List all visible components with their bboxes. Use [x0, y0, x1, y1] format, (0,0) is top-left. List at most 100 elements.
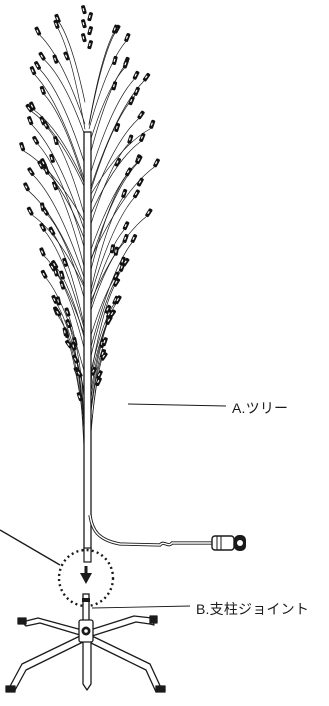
stand-base: [5, 615, 166, 693]
leader-line-tree: [127, 403, 227, 407]
branch-wire: [88, 143, 130, 231]
bulb-icon: [48, 226, 56, 236]
branch-wire: [45, 166, 86, 271]
bulb-icon: [87, 26, 93, 36]
bulb-icon: [27, 167, 35, 176]
bulb-icon: [53, 135, 59, 146]
bulb-icon: [153, 158, 160, 168]
bulb-icon: [99, 348, 107, 359]
plug-connector: [211, 535, 246, 551]
bulb-icon: [112, 55, 118, 65]
bulb-icon: [19, 142, 26, 152]
bulb-icon: [113, 271, 120, 281]
branch-wire: [39, 34, 86, 125]
bulb-icon: [34, 26, 42, 36]
bulb-icon: [121, 188, 128, 198]
branch-wire: [88, 67, 125, 145]
bulb-icon: [132, 70, 140, 80]
bulb-icon: [114, 122, 121, 133]
bulb-icon: [39, 222, 47, 232]
bulb-icon: [32, 135, 40, 145]
bulb-icon: [53, 19, 60, 29]
bulb-icon: [124, 32, 131, 43]
bulb-icon: [54, 13, 61, 23]
bulb-icon: [133, 86, 140, 96]
bulb-icon: [40, 158, 47, 168]
bulb-icon: [71, 341, 77, 351]
light-bulbs: [19, 5, 160, 402]
branch-wire: [57, 28, 86, 130]
bulb-icon: [114, 295, 122, 305]
branch-wire: [34, 74, 86, 182]
branch-wire: [23, 150, 86, 223]
branch-wire: [39, 69, 86, 166]
label-tree: A.ツリー: [232, 400, 289, 416]
bulb-icon: [54, 307, 62, 317]
bulb-icon: [52, 181, 59, 191]
bulb-icon: [90, 366, 97, 376]
bulb-icon: [87, 12, 93, 22]
leader-line-detail: [0, 529, 61, 566]
bulb-icon: [111, 81, 118, 91]
bulb-icon: [112, 24, 119, 34]
bulb-icon: [49, 153, 55, 163]
bulb-icon: [41, 206, 49, 216]
branch-wire: [88, 41, 126, 129]
bulb-icon: [48, 262, 56, 272]
bulb-icon: [52, 54, 59, 64]
bulb-icon: [149, 119, 156, 129]
bulb-icon: [100, 352, 108, 361]
branch-wire: [28, 190, 86, 288]
branch-wire: [88, 162, 137, 256]
bulb-icon: [29, 66, 37, 76]
bulb-icon: [114, 157, 122, 167]
branch-wire: [88, 32, 116, 126]
bulb-icon: [40, 269, 48, 279]
branch-wire: [31, 111, 86, 189]
bulb-icon: [108, 309, 116, 319]
branch-wire: [31, 124, 86, 233]
bulb-icon: [119, 256, 126, 266]
bulb-icon: [132, 189, 140, 199]
bulb-icon: [39, 85, 46, 95]
bulb-icon: [125, 167, 132, 177]
branch-wire: [88, 80, 145, 193]
bulb-icon: [51, 294, 58, 304]
branch-wire: [37, 143, 86, 251]
bulb-icon: [42, 120, 50, 130]
branch-wire: [44, 94, 86, 187]
bulb-icon: [26, 206, 34, 216]
bulb-icon: [62, 257, 69, 267]
bulb-icon: [76, 392, 83, 402]
bulb-icon: [59, 280, 66, 290]
bulb-icon: [25, 103, 33, 113]
bulb-icon: [39, 247, 46, 257]
bulb-icon: [72, 354, 79, 364]
bulb-icon: [29, 101, 36, 111]
branch-wire: [88, 242, 125, 317]
bulb-icon: [113, 278, 121, 287]
bulb-icon: [128, 96, 135, 106]
bulb-icon: [122, 221, 130, 231]
bulb-icon: [135, 155, 143, 165]
bulb-icon: [63, 51, 70, 61]
tree-pole: [83, 131, 92, 551]
label-joint: B.支柱ジョイント: [196, 601, 310, 617]
branch-wire: [88, 229, 125, 313]
branch-wire: [33, 175, 86, 281]
branch-wire: [88, 65, 126, 160]
bulb-icon: [51, 260, 59, 269]
down-arrow-icon: [80, 566, 92, 584]
branch-wire: [47, 214, 86, 301]
bulb-icon: [38, 51, 46, 61]
branch-wire: [88, 175, 127, 278]
branch-wire: [88, 118, 139, 210]
bulb-icon: [145, 208, 153, 218]
branch-wire: [88, 128, 151, 198]
branch-wire: [88, 79, 135, 179]
bulb-icon: [139, 132, 146, 142]
bulb-icon: [23, 182, 30, 192]
branch-wire: [48, 128, 86, 218]
